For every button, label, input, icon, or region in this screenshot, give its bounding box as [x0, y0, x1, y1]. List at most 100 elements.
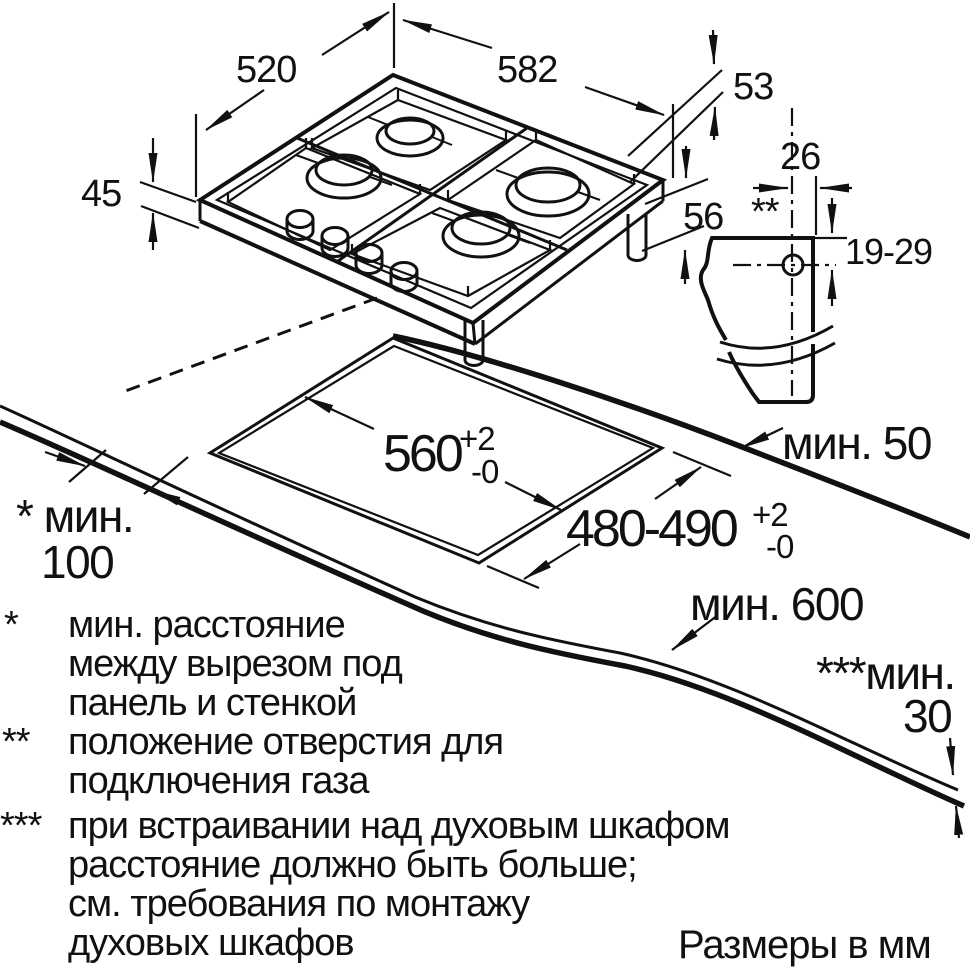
dim-582-arrow-1 — [402, 18, 493, 50]
knob-body — [354, 253, 384, 275]
dim-520-arrow-2 — [205, 89, 265, 131]
dim-45-ext-2 — [140, 204, 200, 230]
burner-base — [375, 118, 445, 158]
dim-480-ext-2 — [486, 564, 540, 590]
hob-top-rim-inner — [214, 86, 650, 310]
hob-leg-right — [626, 214, 648, 262]
note-3-line-1: при встраивании над духовым шкафом — [68, 805, 730, 847]
dim-560-arrow-2 — [504, 481, 562, 511]
dimension-lines — [44, 3, 964, 839]
burner-cap — [384, 116, 436, 146]
hob-body-front-edge — [199, 219, 476, 346]
note-marker-1: * — [4, 604, 19, 646]
gas-connection-detail — [698, 108, 836, 404]
dim-min50-leader — [740, 427, 784, 449]
dim-520-arrow-1 — [321, 11, 390, 56]
knob-top — [389, 261, 419, 281]
label-cutout-width: 560 — [383, 425, 462, 483]
dim-53-ext-2 — [629, 91, 724, 183]
dim-min100-arrow-1 — [44, 450, 86, 468]
label-side-clearance: * мин. — [16, 490, 133, 542]
burner-left — [305, 153, 383, 200]
dim-min30-arrow-down — [946, 737, 956, 776]
knob-top — [285, 209, 315, 229]
label-gas-depth-range: 19-29 — [845, 231, 932, 272]
note-2-line-2: подключения газа — [68, 760, 370, 802]
dim-56-ext-1 — [644, 177, 709, 206]
label-bottom-clearance: ***мин. — [816, 647, 955, 699]
note-3-line-3: см. требования по монтажу — [68, 883, 530, 925]
note-marker-2: ** — [2, 721, 31, 763]
label-gas-marker: ** — [751, 191, 780, 233]
hob-body-front-corner — [471, 322, 477, 345]
note-marker-3: *** — [0, 805, 43, 847]
label-hob-depth: 520 — [236, 49, 296, 91]
label-side-clearance-value: 100 — [41, 536, 113, 588]
note-3-line-2: расстояние должно быть больше; — [68, 844, 637, 886]
dim-480-arrow-2 — [523, 543, 581, 580]
note-3-line-4: духовых шкафов — [68, 922, 354, 964]
dim-min100-arrow-2 — [151, 488, 198, 511]
grate-frame-back — [309, 98, 509, 192]
dim-45-ext-1 — [139, 180, 197, 204]
burner-base — [441, 213, 521, 259]
note-2-line-1: положение отверстия для — [68, 721, 503, 763]
burner-cap — [314, 153, 374, 187]
dim-min30-arrow-up — [954, 805, 964, 839]
worktop-back-edge — [392, 333, 970, 540]
burner-right — [505, 166, 591, 218]
knob-body — [285, 219, 315, 241]
label-hob-width: 582 — [497, 49, 557, 91]
knob-top — [354, 243, 384, 263]
label-bottom-clearance-value: 30 — [903, 690, 951, 742]
burner-back — [375, 116, 445, 158]
label-top-height: 45 — [81, 173, 121, 215]
label-gas-offset: 26 — [780, 136, 820, 178]
detail-break-arc-2 — [716, 341, 836, 367]
label-body-height: 56 — [683, 196, 723, 238]
dim-53-arrow-down — [708, 29, 718, 65]
dim-56-ext-2 — [641, 224, 705, 253]
label-rear-clearance: мин. 50 — [782, 417, 931, 469]
label-worktop-depth: мин. 600 — [690, 578, 863, 630]
dim-582-arrow-2 — [584, 85, 665, 117]
note-1-line-1: мин. расстояние — [68, 604, 345, 646]
cutout-outline-inner — [216, 344, 656, 557]
hob-isometric-view — [195, 72, 668, 367]
detail-break-arc-1 — [719, 324, 834, 350]
burner-base — [505, 170, 591, 218]
burner-cap — [450, 210, 512, 246]
label-rim-height: 53 — [733, 66, 773, 108]
detail-outline-upper — [698, 236, 815, 342]
units-label: Размеры в мм — [678, 923, 931, 967]
dim-53-ext-1 — [627, 69, 723, 157]
knob-body — [320, 236, 350, 258]
knob-top — [320, 226, 350, 246]
control-knobs — [285, 209, 419, 293]
dim-min100-tick-2 — [143, 456, 189, 495]
label-cutout-width-tol-minus: -0 — [471, 453, 499, 490]
label-cutout-depth-tol-plus: +2 — [752, 496, 788, 533]
hob-leg-front — [463, 320, 485, 367]
note-1-line-3: панель и стенкой — [68, 682, 356, 724]
footnotes: * мин. расстояние между вырезом под пане… — [0, 604, 932, 967]
detail-outline-lower — [727, 344, 815, 404]
dim-480-arrow-1 — [654, 466, 702, 500]
dim-min100-tick-1 — [68, 449, 107, 483]
hob-body-se-edge — [474, 199, 664, 346]
label-cutout-width-tol-plus: +2 — [459, 420, 495, 457]
dim-560-arrow-1 — [304, 396, 375, 430]
grate-rail-2 — [337, 126, 528, 263]
dim-53-arrow-up — [709, 106, 719, 141]
dim-min600-leader — [671, 614, 719, 651]
burner-base — [305, 156, 383, 200]
grate-frame-right — [445, 138, 637, 240]
label-cutout-depth: 480-490 — [566, 500, 737, 558]
worktop-front-edge-bottom — [0, 419, 966, 809]
dim-480-ext-1 — [672, 450, 732, 478]
grate-tabs — [226, 90, 636, 296]
worktop-scene — [0, 296, 970, 809]
dimension-labels: 520 582 53 45 56 26 ** 19-29 560 +2 -0 4… — [16, 49, 956, 742]
